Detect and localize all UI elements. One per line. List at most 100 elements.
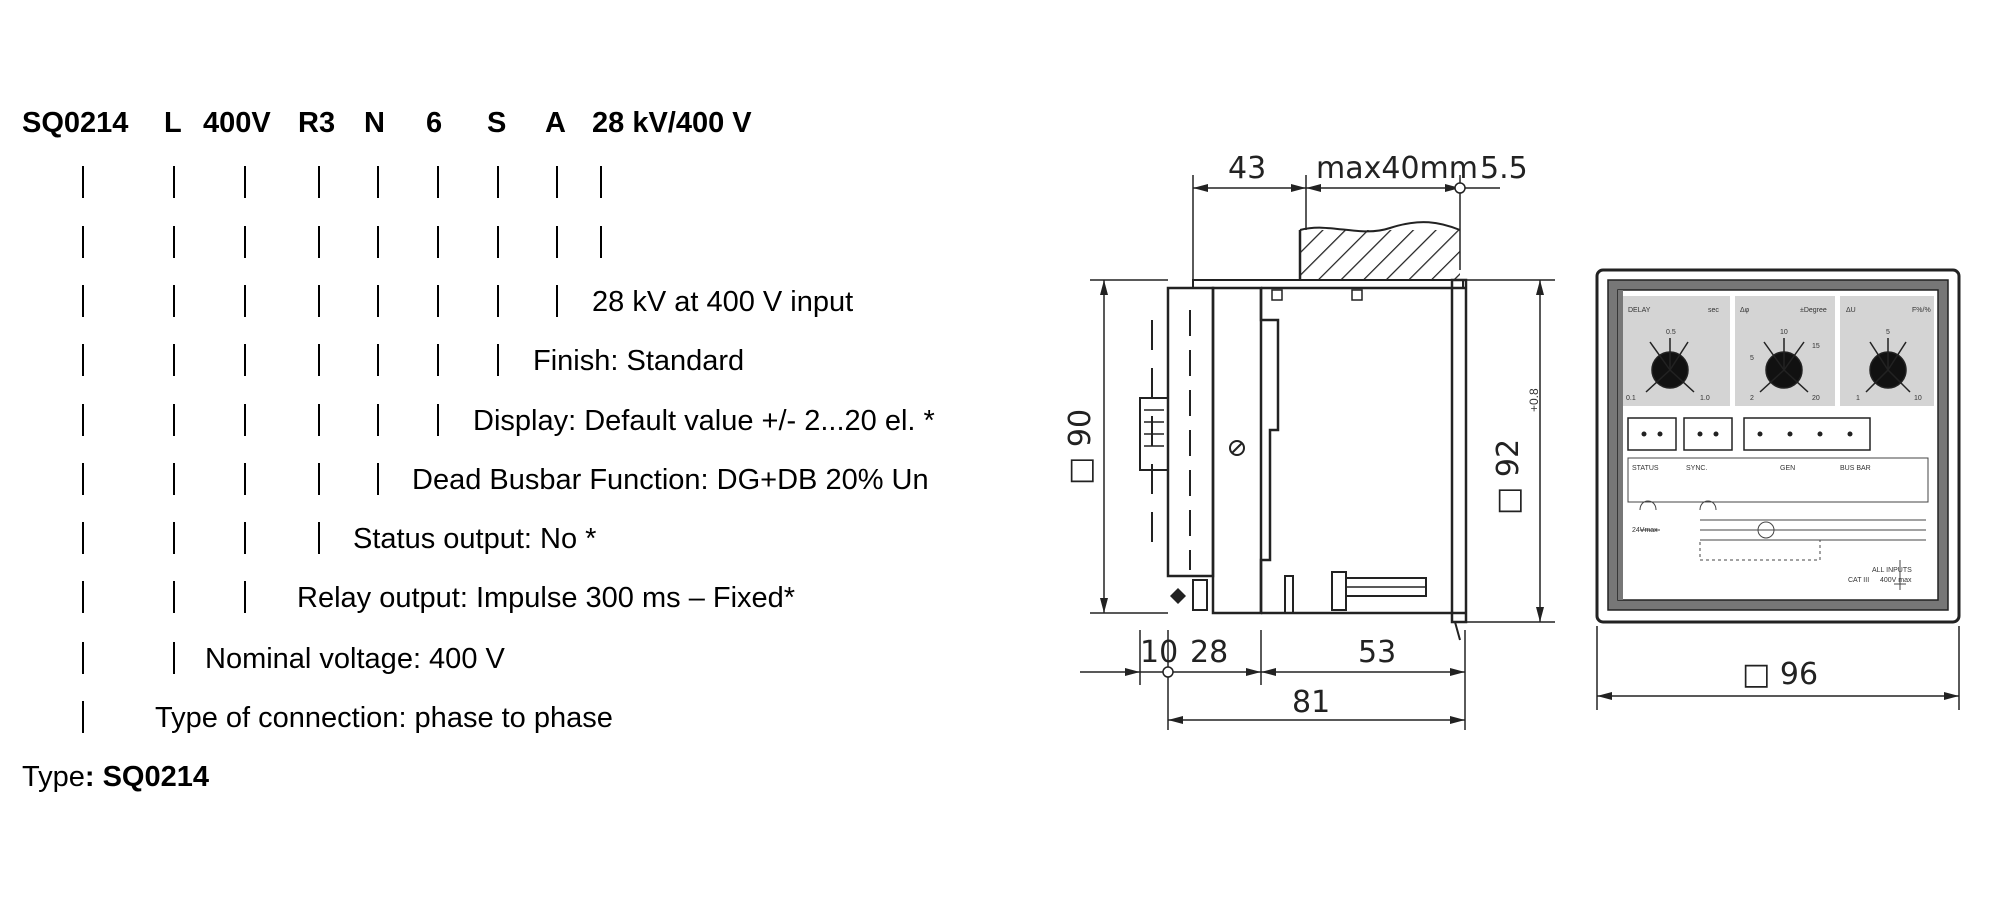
dim-10: 10 [1140, 635, 1178, 670]
panel-gen-label: GEN [1780, 465, 1795, 472]
dim-53: 53 [1358, 635, 1396, 670]
connector-bar [497, 344, 499, 376]
panel-degree-label: ±Degree [1800, 307, 1827, 314]
connector-bar [600, 226, 602, 258]
connector-bar [318, 522, 320, 554]
connector-bar [556, 226, 558, 258]
connector-bar [437, 285, 439, 317]
dim-96-lines [1596, 626, 1960, 710]
connector-bar [244, 166, 246, 198]
connector-bar [377, 166, 379, 198]
desc-deadbus: Dead Busbar Function: DG+DB 20% Un [412, 464, 929, 496]
dim-81: 81 [1292, 685, 1330, 720]
connector-bar [173, 166, 175, 198]
cable-area-hatch [1300, 230, 1460, 280]
dim-43: 43 [1228, 151, 1266, 186]
delay-tick-2: 1.0 [1700, 395, 1710, 402]
connector-bar [244, 285, 246, 317]
connector-bar [437, 226, 439, 258]
connector-bar [173, 285, 175, 317]
code-part-deadbus: 6 [426, 107, 443, 139]
connector-bar [82, 581, 84, 613]
dim-5-5: 5.5 [1480, 151, 1528, 186]
connector-bar [244, 344, 246, 376]
side-view [1080, 175, 1555, 730]
du-tick-0: 5 [1886, 329, 1890, 336]
phi-tick-3: 2 [1750, 395, 1754, 402]
connector-bar [82, 404, 84, 436]
connector-bar [82, 463, 84, 495]
desc-voltage: Nominal voltage: 400 V [205, 643, 505, 675]
connector-bar [82, 344, 84, 376]
desc-finish: Finish: Standard [533, 345, 745, 377]
panel-vmax-label: 24Vmax [1632, 527, 1658, 534]
dimension-drawing: 43 max40mm 5.5 □ 90 □ 92 +0.8 10 28 53 8… [1063, 151, 1961, 730]
panel-sync-label: SYNC. [1686, 465, 1707, 472]
connector-bar [244, 522, 246, 554]
connector-bar [377, 344, 379, 376]
connector-bar [377, 463, 379, 495]
panel-phi-label: Δφ [1740, 307, 1750, 314]
dim-max40: max40mm [1316, 151, 1478, 186]
desc-rating: 28 kV at 400 V input [592, 286, 854, 318]
connector-bar [244, 226, 246, 258]
panel-status-label: STATUS [1632, 465, 1659, 472]
code-part-rating: 28 kV/400 V [592, 107, 752, 139]
connector-bar [173, 581, 175, 613]
connector-bar [318, 463, 320, 495]
desc-display: Display: Default value +/- 2...20 el. * [473, 405, 935, 437]
panel-vmax2-label: 400V max [1880, 577, 1912, 584]
front-view [1595, 268, 1961, 624]
desc-status: Status output: No * [353, 523, 597, 555]
type-line: Type: SQ0214 [22, 763, 209, 792]
connector-bar [377, 285, 379, 317]
connector-bar [377, 226, 379, 258]
phi-tick-0: 10 [1780, 329, 1788, 336]
panel-sec-label: sec [1708, 307, 1719, 314]
connector-bar [82, 701, 84, 733]
desc-connection: Type of connection: phase to phase [155, 702, 613, 734]
connector-bar [173, 344, 175, 376]
type-label: Type [22, 761, 85, 793]
connector-bar [556, 166, 558, 198]
connector-bar [497, 226, 499, 258]
du-tick-1: 1 [1856, 395, 1860, 402]
code-part-connection: L [164, 107, 182, 139]
dim-28: 28 [1190, 635, 1228, 670]
connector-bar [82, 285, 84, 317]
code-part-finish: A [545, 107, 566, 139]
connector-bar [437, 404, 439, 436]
code-part-model: SQ0214 [22, 107, 129, 139]
connector-bar [318, 285, 320, 317]
delay-tick-1: 0.1 [1626, 395, 1636, 402]
dim-96: □ 96 [1742, 657, 1818, 692]
connector-bar [173, 642, 175, 674]
connector-bar [318, 166, 320, 198]
connector-bar [173, 404, 175, 436]
panel-du-label: ΔU [1846, 307, 1856, 314]
connector-bar [318, 226, 320, 258]
du-tick-2: 10 [1914, 395, 1922, 402]
desc-relay: Relay output: Impulse 300 ms – Fixed* [297, 582, 796, 614]
code-part-display: S [487, 107, 507, 139]
connector-bar [497, 166, 499, 198]
panel-busbar-label: BUS BAR [1840, 465, 1871, 472]
connector-bar [82, 166, 84, 198]
phi-tick-4: 20 [1812, 395, 1820, 402]
connector-bar [82, 522, 84, 554]
connector-bar [173, 226, 175, 258]
connector-bar [173, 522, 175, 554]
connector-bar [377, 404, 379, 436]
dim-92: □ 92 [1491, 439, 1526, 515]
connector-bar [318, 344, 320, 376]
panel-cat-label: CAT III [1848, 577, 1869, 584]
connector-bar [244, 581, 246, 613]
code-part-voltage: 400V [203, 107, 271, 139]
panel-pct-label: F%/% [1912, 307, 1931, 314]
phi-tick-2: 15 [1812, 343, 1820, 350]
dim-92-tolerance: +0.8 [1527, 388, 1541, 412]
connector-bar [244, 404, 246, 436]
connector-bar [244, 463, 246, 495]
phi-tick-1: 5 [1750, 355, 1754, 362]
type-value: : SQ0214 [84, 761, 210, 793]
